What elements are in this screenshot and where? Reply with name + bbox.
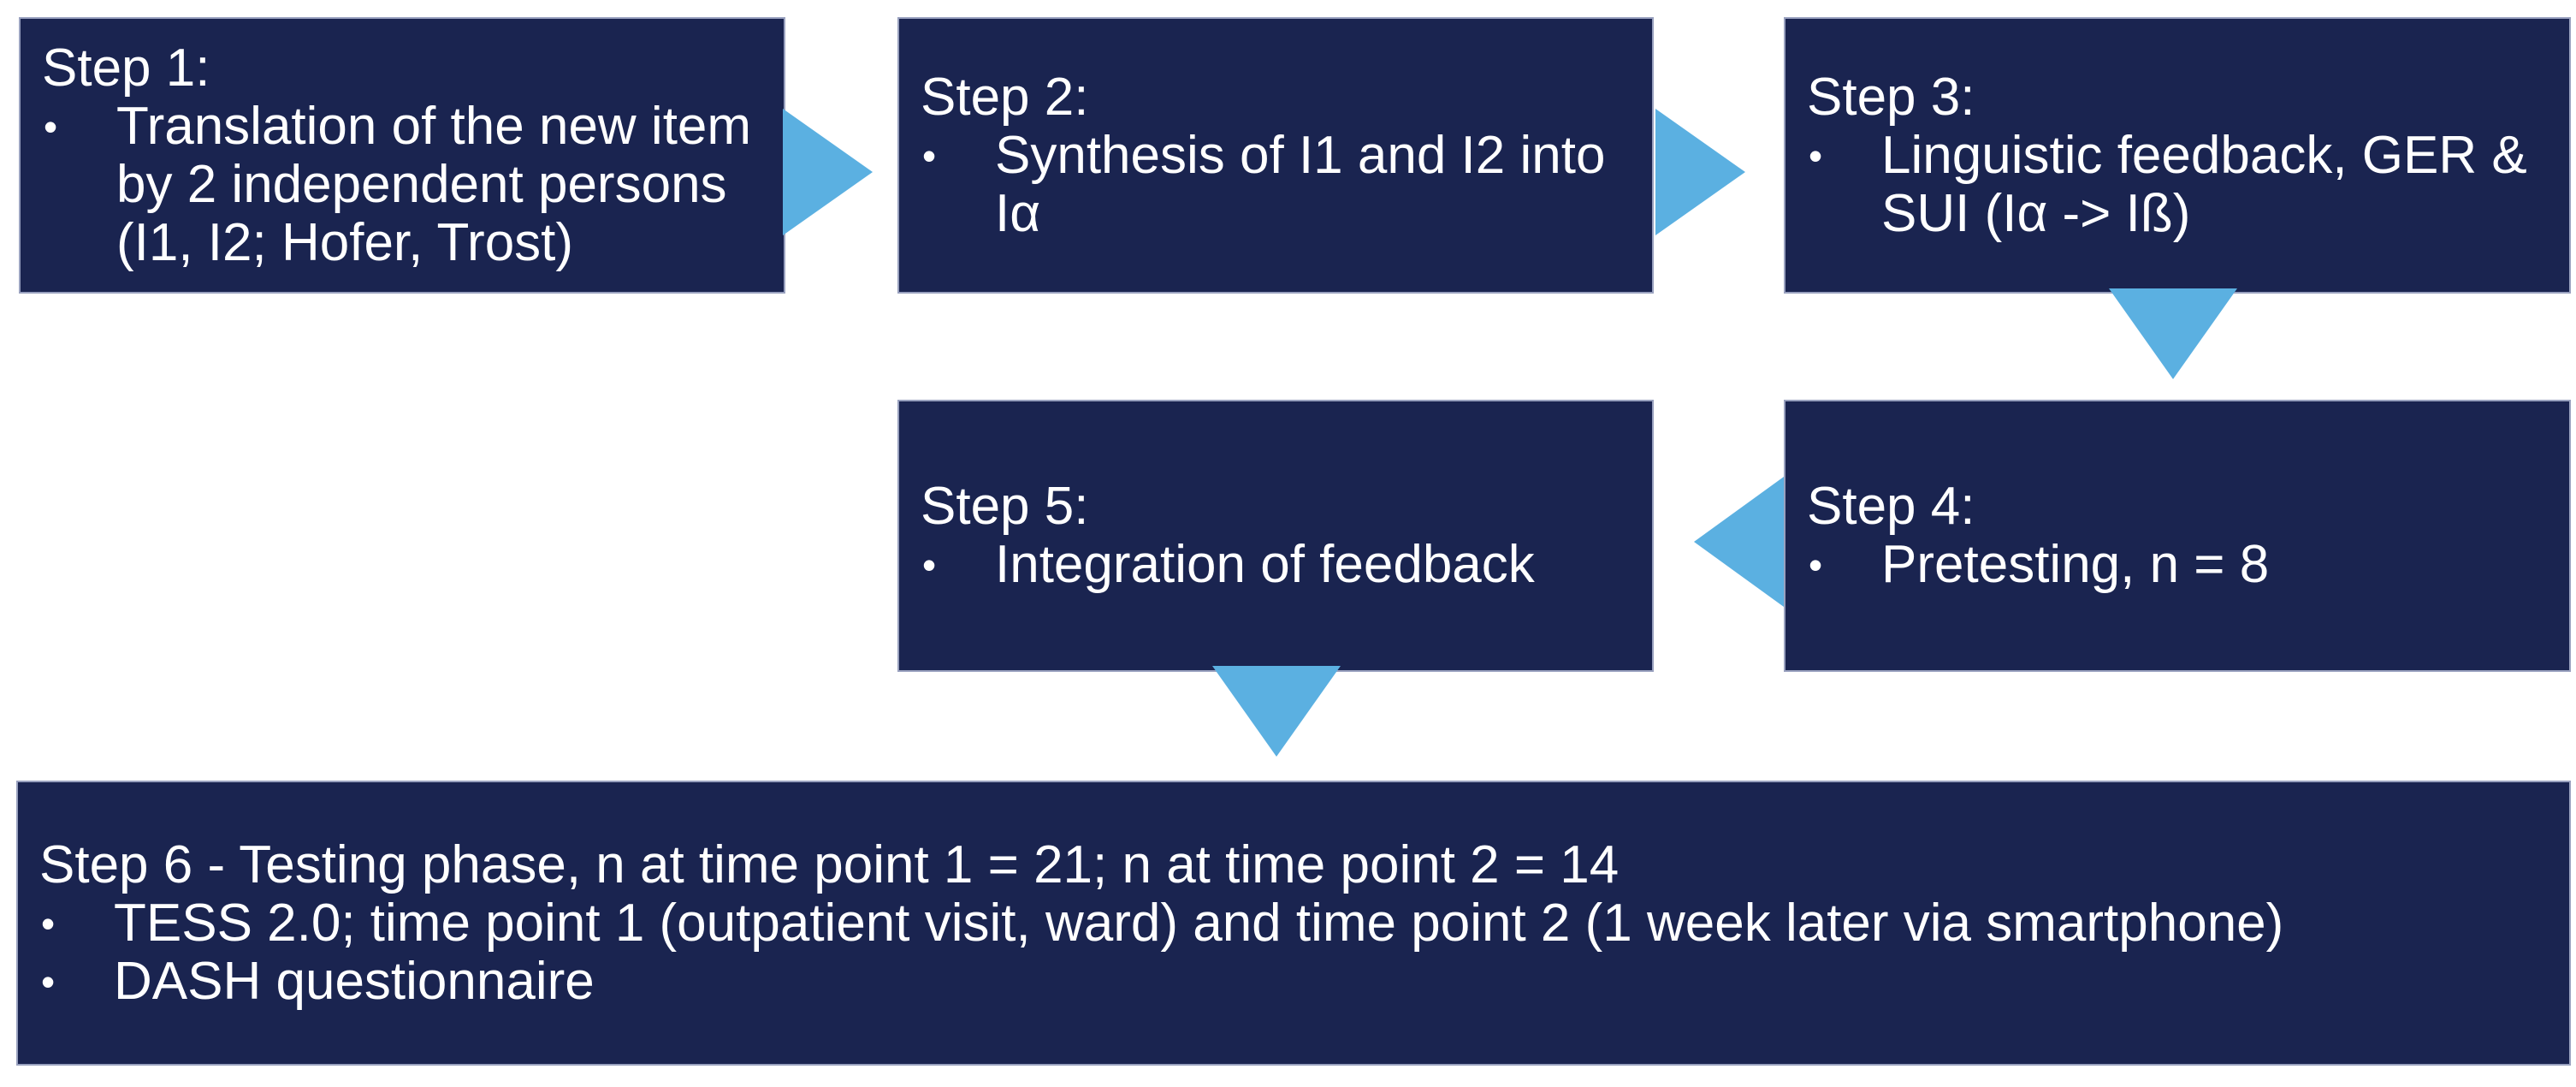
bullet-line: DASH questionnaire [114, 951, 595, 1011]
step-2-bullet-1: • Synthesis of I1 and I2 into Iα [921, 125, 1635, 243]
step-4-title: Step 4: [1807, 477, 1975, 536]
arrow-step3-to-step4-icon [2109, 288, 2237, 379]
step-3-box: Step 3: • Linguistic feedback, GER & SUI… [1784, 17, 2571, 294]
bullet-icon: • [1809, 133, 1823, 178]
arrow-step2-to-step3-icon [1655, 109, 1745, 235]
bullet-icon: • [922, 543, 937, 587]
step-6-bullet-2: • DASH questionnaire [39, 951, 2552, 1011]
arrow-step1-to-step2-icon [783, 109, 873, 235]
bullet-icon: • [41, 900, 56, 946]
step-6-box: Step 6 - Testing phase, n at time point … [16, 781, 2571, 1066]
step-4-bullet-1: • Pretesting, n = 8 [1807, 536, 2552, 594]
step-3-title: Step 3: [1807, 67, 1975, 127]
step-3-bullet-1: • Linguistic feedback, GER & SUI (Iα -> … [1807, 125, 2552, 243]
step-4-box: Step 4: • Pretesting, n = 8 [1784, 400, 2571, 672]
bullet-line: Translation of the new item [116, 96, 752, 156]
step-2-title: Step 2: [921, 67, 1089, 127]
step-1-title: Step 1: [42, 38, 210, 98]
arrow-step4-to-step5-icon [1694, 477, 1784, 607]
bullet-line: by 2 independent persons [116, 154, 727, 214]
bullet-line: Synthesis of I1 and I2 into [995, 125, 1606, 185]
step-5-title: Step 5: [921, 477, 1089, 536]
step-1-box: Step 1: • Translation of the new item by… [19, 17, 785, 294]
bullet-line: TESS 2.0; time point 1 (outpatient visit… [114, 893, 2284, 953]
bullet-line: Iα [995, 183, 1041, 243]
step-5-box: Step 5: • Integration of feedback [897, 400, 1654, 672]
bullet-icon: • [922, 133, 937, 178]
bullet-line: Pretesting, n = 8 [1881, 535, 2270, 594]
bullet-icon: • [41, 959, 56, 1004]
bullet-icon: • [44, 104, 58, 149]
arrow-step5-to-step6-icon [1212, 666, 1341, 757]
step-6-bullet-1: • TESS 2.0; time point 1 (outpatient vis… [39, 894, 2552, 953]
bullet-icon: • [1809, 543, 1823, 587]
bullet-line: Integration of feedback [995, 535, 1535, 594]
step-2-box: Step 2: • Synthesis of I1 and I2 into Iα [897, 17, 1654, 294]
step-5-bullet-1: • Integration of feedback [921, 536, 1635, 594]
step-1-bullet-1: • Translation of the new item by 2 indep… [42, 96, 767, 272]
bullet-line: (I1, I2; Hofer, Trost) [116, 212, 574, 272]
step-6-title: Step 6 - Testing phase, n at time point … [39, 835, 1620, 894]
bullet-line: SUI (Iα -> Iß) [1881, 183, 2191, 243]
bullet-line: Linguistic feedback, GER & [1881, 125, 2527, 185]
